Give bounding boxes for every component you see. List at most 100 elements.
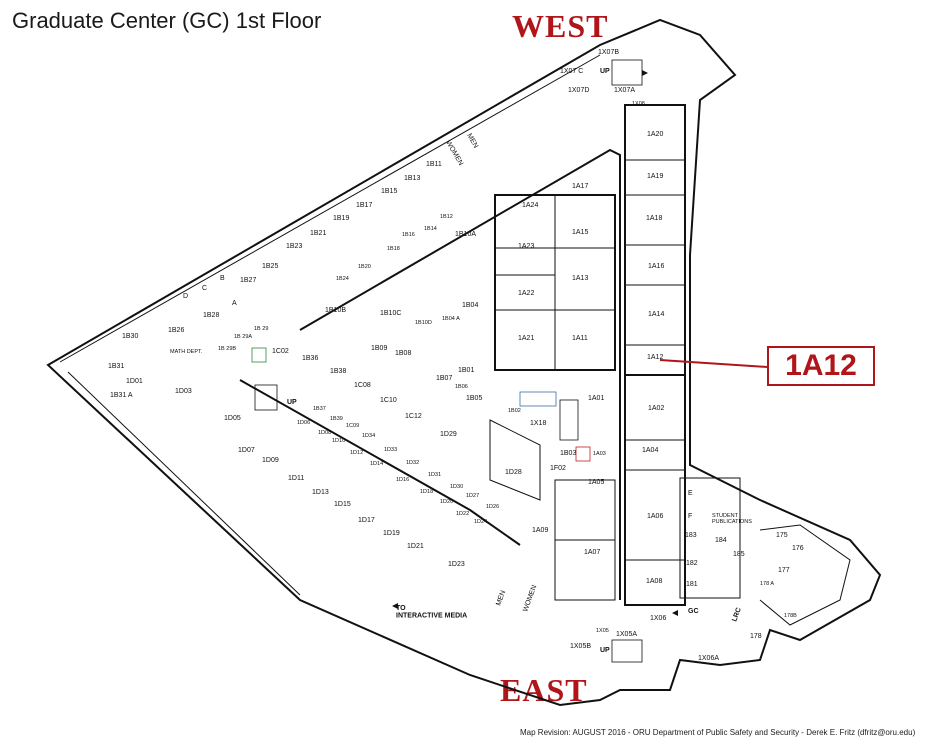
compass-west-label: WEST [512, 8, 609, 44]
women-restroom-label: WOMEN [444, 140, 464, 167]
room-label: 1D21 [407, 543, 424, 550]
room-label: 1B10B [325, 307, 346, 314]
room-label: 1A01 [588, 395, 604, 402]
room-label: 1B25 [262, 263, 278, 270]
page-title: Graduate Center (GC) 1st Floor [12, 8, 322, 33]
room-label: D [183, 293, 188, 300]
men-restroom-label: MEN [465, 133, 479, 150]
room-label: 1B28 [203, 312, 219, 319]
room-label: 1B16 [402, 232, 415, 238]
room-label: 1B31 A [110, 392, 133, 399]
lrc-label: LRC [731, 607, 742, 623]
room-label: 1X07A [614, 87, 635, 94]
room-label: 1D32 [406, 460, 419, 466]
room-label: 1D28 [505, 469, 522, 476]
room-label: 1D12 [350, 450, 363, 456]
room-label: 1B15 [381, 188, 397, 195]
room-label: 1A11 [572, 335, 588, 342]
room-label: 1A22 [518, 290, 534, 297]
arrow-left-icon [672, 610, 678, 616]
room-label: 1D34 [362, 433, 375, 439]
building-outline [46, 18, 882, 707]
room-label: 1B20 [358, 264, 371, 270]
room-label: 1B26 [168, 327, 184, 334]
room-label: 1D06 [297, 420, 310, 426]
room-label: 1B 29 [254, 326, 268, 332]
room-label: 1B27 [240, 277, 256, 284]
room-label: 1X08 [632, 101, 645, 107]
room-label: B [220, 275, 225, 282]
room-label: 1D33 [384, 447, 397, 453]
room-label: 1B11 [426, 161, 442, 168]
room-label: 1A02 [648, 405, 664, 412]
room-label: 1X06 [650, 615, 666, 622]
gc-direction-label: GC [688, 608, 699, 615]
room-label: 1B30 [122, 333, 138, 340]
room-label: 182 [686, 560, 698, 567]
room-label: 184 [715, 537, 727, 544]
room-label: 1D07 [238, 447, 255, 454]
callout-leader-line [659, 359, 768, 368]
room-label: 1C12 [405, 413, 422, 420]
room-label: 1B01 [458, 367, 474, 374]
room-label: 1B10D [415, 320, 432, 326]
room-label: 1A19 [647, 173, 663, 180]
room-label: 178B [784, 613, 797, 619]
room-label: 1X05 [596, 628, 609, 634]
room-label: 1D15 [334, 501, 351, 508]
women-restroom-label-east: WOMEN [522, 584, 538, 612]
room-label: 1B23 [286, 243, 302, 250]
room-label: 1A09 [532, 527, 548, 534]
room-label: 1X05B [570, 643, 591, 650]
room-label: 1B06 [455, 384, 468, 390]
room-label: 1A03 [593, 451, 606, 457]
room-label: 1D24 [474, 519, 487, 525]
room-label: 1C09 [346, 423, 359, 429]
room-labels: 1A20 1A19 1A18 1A16 1A14 1A12 1A02 1A04 … [108, 49, 804, 662]
room-label: 1D31 [428, 472, 441, 478]
room-label: 1D26 [486, 504, 499, 510]
room-label: 1D20 [440, 499, 453, 505]
room-label: 1C02 [272, 348, 289, 355]
room-label: 1B10A [455, 231, 476, 238]
room-label: 1D01 [126, 378, 143, 385]
room-label: 1A15 [572, 229, 588, 236]
room-label: 1B07 [436, 375, 452, 382]
room-label: 1X07 C [560, 68, 583, 75]
room-label: 1A24 [522, 202, 538, 209]
room-label: 1D08 [318, 430, 331, 436]
room-label: 1B04 A [442, 316, 460, 322]
room-label: 1B17 [356, 202, 372, 209]
room-label: 1A17 [572, 183, 588, 190]
room-label: 1B09 [371, 345, 387, 352]
room-label: 1B13 [404, 175, 420, 182]
room-label: 1D10 [332, 438, 345, 444]
room-label: 1D29 [440, 431, 457, 438]
room-label: 1B03 [560, 450, 576, 457]
room-label: 1B19 [333, 215, 349, 222]
room-label: 1X07D [568, 87, 589, 94]
room-label: 1B24 [336, 276, 349, 282]
room-label: 1D03 [175, 388, 192, 395]
room-label: 183 [685, 532, 697, 539]
room-label: 1B 29B [218, 346, 236, 352]
room-label: 1X07B [598, 49, 619, 56]
highlighted-room-callout: 1A12 [767, 346, 875, 386]
room-label: 1B36 [302, 355, 318, 362]
room-label: 1A13 [572, 275, 588, 282]
room-label: 1D18 [420, 489, 433, 495]
room-label: E [688, 490, 693, 497]
room-label: 1D09 [262, 457, 279, 464]
room-label: 175 [776, 532, 788, 539]
room-label: 1B31 [108, 363, 124, 370]
room-label: 1B37 [313, 406, 326, 412]
room-label: 1B38 [330, 368, 346, 375]
room-label: 1D17 [358, 517, 375, 524]
room-label: 1D23 [448, 561, 465, 568]
stairs-up-label: UP [600, 68, 610, 75]
room-label: 1A07 [584, 549, 600, 556]
room-label: 176 [792, 545, 804, 552]
